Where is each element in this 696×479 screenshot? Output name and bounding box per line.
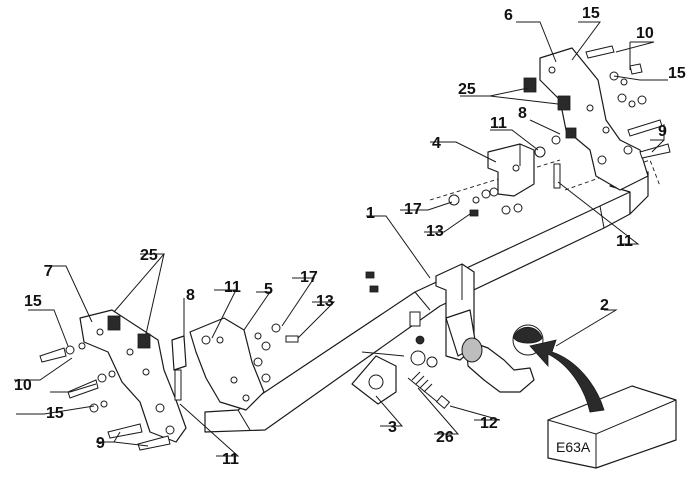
callout-6: 6 xyxy=(504,7,513,24)
callout-13-right: 13 xyxy=(426,223,444,240)
callout-11-right-top: 11 xyxy=(490,115,507,132)
callout-11-left-bottom: 11 xyxy=(222,451,239,468)
callout-13-left: 13 xyxy=(316,293,334,310)
callout-5: 5 xyxy=(264,281,273,298)
callout-1: 1 xyxy=(366,205,375,222)
left-hardware xyxy=(39,271,379,451)
callout-8-right: 8 xyxy=(518,105,527,122)
install-arrow xyxy=(529,339,605,413)
callout-15-left-bottom: 15 xyxy=(46,405,64,422)
left-inner-bracket xyxy=(189,317,265,411)
ball-clamp-hardware xyxy=(409,311,438,368)
callout-7: 7 xyxy=(44,263,53,280)
callout-17-left: 17 xyxy=(300,269,318,286)
callout-15-right: 15 xyxy=(668,65,686,82)
callout-8-left: 8 xyxy=(186,287,195,304)
left-plate xyxy=(171,335,187,401)
right-inner-bracket xyxy=(487,143,535,197)
leader-lines xyxy=(14,21,668,457)
callout-9-left: 9 xyxy=(96,435,105,452)
callout-25-right: 25 xyxy=(458,81,476,98)
callout-11-right-bottom: 11 xyxy=(616,233,633,250)
socket-plate xyxy=(351,351,405,405)
callout-10-right: 10 xyxy=(636,25,654,42)
left-side-bracket xyxy=(79,309,187,443)
callout-26: 26 xyxy=(436,429,454,446)
callout-4: 4 xyxy=(432,135,441,152)
callout-10-left: 10 xyxy=(14,377,32,394)
callout-15-top: 15 xyxy=(582,5,600,22)
callout-9-right: 9 xyxy=(658,123,667,140)
callout-15-left-top: 15 xyxy=(24,293,42,310)
callout-3: 3 xyxy=(388,419,397,436)
callout-11-left-top: 11 xyxy=(224,279,241,296)
callout-25-left: 25 xyxy=(140,247,158,264)
callout-12: 12 xyxy=(480,415,498,432)
electrical-box-label: E63A xyxy=(556,439,591,455)
electrical-kit-box: E63A xyxy=(547,385,677,469)
callout-labels: 6 15 10 15 25 8 9 11 4 17 13 11 1 2 25 7… xyxy=(14,5,686,468)
callout-2: 2 xyxy=(600,297,609,314)
spring-bolt xyxy=(407,371,451,409)
callout-17-right: 17 xyxy=(404,201,422,218)
